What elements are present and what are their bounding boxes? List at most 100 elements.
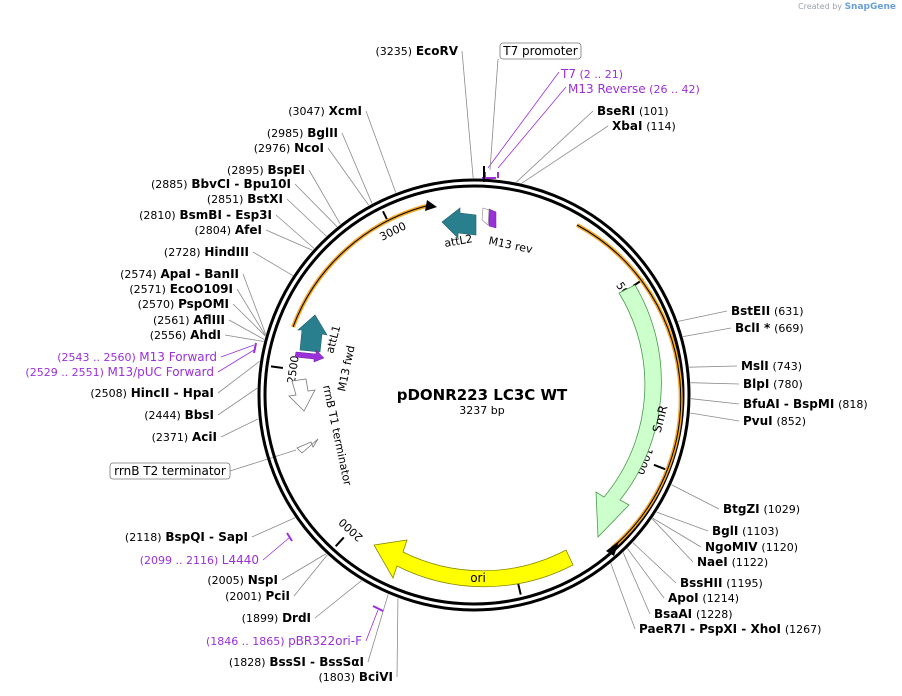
site-left-ecorv[interactable]: (3235) EcoRV [376,44,459,58]
leader-rrnb-t2 [229,449,297,472]
site-name: PaeR7I - PspXI - XhoI [639,622,781,636]
site-position: (780) [773,378,803,391]
feature-box-t7-promoter[interactable]: T7 promoter [499,42,582,60]
site-left-pspomi[interactable]: (2570) PspOMI [138,297,229,311]
leader-t7-promoter [489,58,499,171]
site-name: BclI * [735,321,771,335]
site-label: (2885) BbvCI - Bpu10I [151,177,291,191]
site-name: BspEI [267,163,305,177]
site-left-ecoo109i[interactable]: (2571) EcoO109I [129,282,233,296]
ori-arrow[interactable] [373,539,574,588]
site-right-pvui[interactable]: PvuI (852) [743,414,806,428]
feature-m13rev[interactable]: M13 rev [481,207,534,256]
primer-range: (2099 .. 2116) [140,554,222,567]
site-left-acii[interactable]: (2371) AciI [152,430,217,444]
leader-bspei [308,169,341,225]
primer-m13-forward[interactable]: (2543 .. 2560) M13 Forward [57,350,217,364]
site-label: (2005) NspI [207,573,278,587]
m13fwd-arrow[interactable] [294,349,325,363]
site-right-naei[interactable]: NaeI (1122) [697,555,768,569]
site-name: NcoI [294,141,324,155]
site-right-bgli[interactable]: BglI (1103) [712,524,779,538]
site-position: (1228) [696,608,733,621]
site-name: BglI [712,524,738,538]
site-right-bseri[interactable]: BseRI (101) [597,104,669,118]
site-left-hincii-hpai[interactable]: (2508) HincII - HpaI [90,386,214,400]
site-left-drdi[interactable]: (1899) DrdI [242,611,311,625]
site-name: PvuI [743,414,773,428]
site-left-afei[interactable]: (2804) AfeI [194,223,262,237]
leader-xbai [521,125,609,184]
site-left-ahdi[interactable]: (2556) AhdI [150,328,221,342]
site-label: BssHII (1195) [680,576,763,590]
site-left-apai-banii[interactable]: (2574) ApaI - BanII [120,267,239,281]
site-left-nspi[interactable]: (2005) NspI [207,573,278,587]
site-left-bspei[interactable]: (2895) BspEI [227,163,305,177]
site-left-ncoi[interactable]: (2976) NcoI [254,141,324,155]
site-right-apoi[interactable]: ApoI (1214) [668,591,739,605]
attL2-arrow[interactable] [441,207,477,239]
site-right-bsteii[interactable]: BstEII (631) [731,304,804,318]
site-left-bcivi[interactable]: (1803) BciVI [318,670,393,684]
leader-afliii [228,319,265,340]
feature-rrnb-t2[interactable] [296,438,319,454]
site-right-msli[interactable]: MslI (743) [741,359,802,373]
leader-bcivi [396,598,399,678]
tick-label-2500: 2500 [285,355,302,385]
site-left-bstxi[interactable]: (2851) BstXI [207,192,283,206]
site-right-paer7i-pspxi-xhoi[interactable]: PaeR7I - PspXI - XhoI (1267) [639,622,821,636]
site-right-ngomiv[interactable]: NgoMIV (1120) [705,540,798,554]
site-labels-right: BseRI (101)XbaI (114) BstEII (631) BclI * … [597,104,868,636]
primer-m13-puc-forward[interactable]: (2529 .. 2551) M13/pUC Forward [25,365,214,379]
site-right-bfuai-bspmi[interactable]: BfuAI - BspMI (818) [743,397,868,411]
site-left-pcii[interactable]: (2001) PciI [225,589,290,603]
site-left-bbvci-bpu10i[interactable]: (2885) BbvCI - Bpu10I [151,177,291,191]
site-left-xcmi[interactable]: (3047) XcmI [288,104,362,118]
m13rev-arrow[interactable] [488,208,497,229]
feature-box-rrnb-t2-terminator[interactable]: rrnB T2 terminator [109,462,231,480]
site-name: DrdI [282,611,311,625]
rrnb-t2-arrow[interactable] [296,438,319,454]
site-position: (1267) [785,623,822,636]
site-name: AhdI [190,328,221,342]
site-right-blpi[interactable]: BlpI (780) [743,377,803,391]
site-left-bspqi-sapi[interactable]: (2118) BspQI - SapI [125,530,248,544]
feature-attL1[interactable]: attL1 [297,314,343,355]
site-left-bsmbi-esp3i[interactable]: (2810) BsmBI - Esp3I [139,208,272,222]
site-left-afliii[interactable]: (2561) AflIII [153,313,225,327]
primer-l4440[interactable]: (2099 .. 2116) L4440 [140,553,259,567]
rrnb-t1-arrow[interactable] [288,378,316,412]
attL1-arrow[interactable] [297,314,328,353]
primer-t7[interactable]: T7 (2 .. 21) [560,67,623,81]
site-right-bcli[interactable]: BclI * (669) [735,321,804,335]
feature-rrnb-t1[interactable]: rrnB T1 terminator [288,378,354,487]
plasmid-name: pDONR223 LC3C WT [397,386,568,404]
site-right-btgzi[interactable]: BtgZI (1029) [723,502,800,516]
site-left-bsssi-bsss-i[interactable]: (1828) BssSI - BssSαI [229,655,364,669]
feature-attL2[interactable]: attL2 [441,207,477,250]
site-label: NgoMIV (1120) [705,540,798,554]
primer-range: (2 .. 21) [576,68,623,81]
primer-m13-reverse[interactable]: M13 Reverse (26 .. 42) [568,82,700,96]
site-position: (2556) [150,329,187,342]
smr-arrow[interactable] [595,284,662,538]
site-right-bsaai[interactable]: BsaAI (1228) [654,607,733,621]
site-left-bglii[interactable]: (2985) BglII [267,126,338,140]
leader-ahdi [224,334,264,342]
feature-smr[interactable]: SmR [595,284,670,538]
feature-ori[interactable]: ori [373,539,574,588]
site-left-bbsi[interactable]: (2444) BbsI [144,408,214,422]
site-right-xbai[interactable]: XbaI (114) [612,119,676,133]
primer-pbr322ori-f[interactable]: (1846 .. 1865) pBR322ori-F [206,634,362,648]
tick-2500 [270,365,284,370]
site-left-hindiii[interactable]: (2728) HindIII [164,245,249,259]
primer-leader [220,344,255,358]
backbone [257,178,691,612]
m13rev-label: M13 rev [487,234,534,256]
site-right-bsshii[interactable]: BssHII (1195) [680,576,763,590]
label-box-text: T7 promoter [502,44,578,58]
site-name: NspI [248,573,278,587]
site-label: (2895) BspEI [227,163,305,177]
site-position: (114) [646,120,676,133]
plasmid-size: 3237 bp [459,404,504,417]
